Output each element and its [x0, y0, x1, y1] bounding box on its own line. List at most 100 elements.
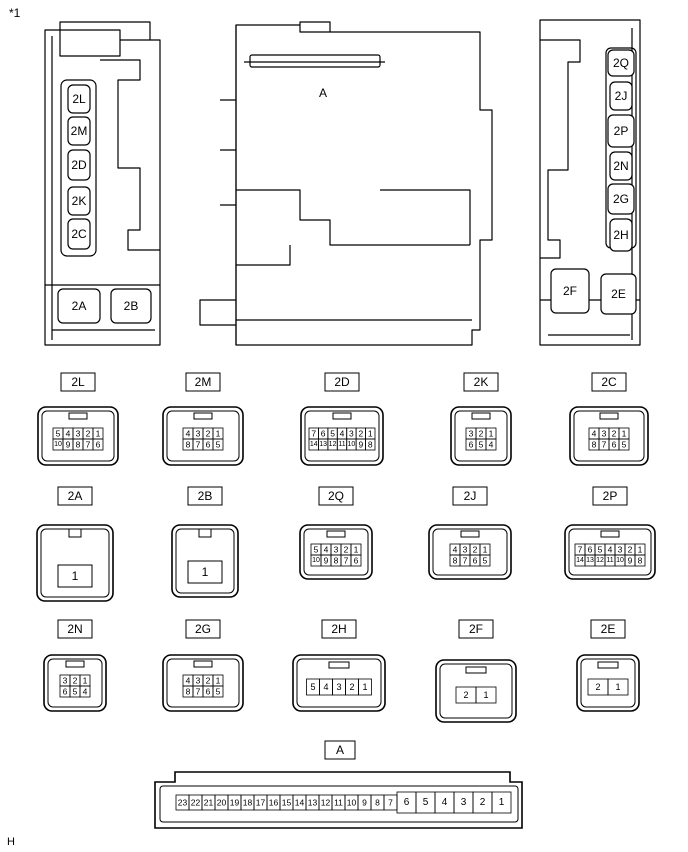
connector-latch-2f: [465, 666, 487, 674]
pin-number: 6: [404, 797, 410, 808]
top-tag-2b: [110, 288, 152, 324]
pin-number: 4: [324, 545, 329, 555]
connector-label-2k: 2K: [474, 375, 489, 389]
pin-number: 6: [321, 429, 326, 439]
pin-number: 18: [243, 798, 253, 808]
top-tag-2l: [67, 84, 91, 114]
pin-number: 8: [334, 556, 339, 566]
pin-number: 12: [596, 557, 604, 564]
connector-label-box-2m: [185, 372, 221, 392]
pin-number: 5: [216, 687, 221, 697]
connector-label-2b: 2B: [198, 489, 213, 503]
pin-number: 3: [463, 545, 468, 555]
pin-cell: [634, 554, 646, 567]
pin-number: 5: [73, 687, 78, 697]
connector-label-box-2k: [463, 372, 499, 392]
pin-cell: [618, 438, 630, 451]
connector-latch-2m: [193, 412, 213, 420]
pin-number: 19: [230, 798, 240, 808]
pin-number: 1: [622, 429, 627, 439]
connector-body-2h: [292, 654, 386, 712]
top-tag-label-2h: 2H: [613, 228, 628, 242]
pin-cell: [92, 438, 104, 451]
connector-label-2g: 2G: [195, 622, 211, 636]
pin-number: 12: [329, 441, 337, 448]
connector-label-box-2d: [324, 372, 360, 392]
connector-latch-2b: [198, 529, 212, 538]
pin-number: 5: [483, 556, 488, 566]
pin-number: 4: [340, 429, 345, 439]
top-tag-2p: [607, 114, 635, 148]
pin-cell: [187, 560, 223, 584]
connector-inner-2e: [580, 658, 636, 708]
pin-number: 2: [479, 429, 484, 439]
pin-number: 2: [206, 429, 211, 439]
pin-number: 2: [86, 429, 91, 439]
top-tag-label-2b: 2B: [124, 299, 139, 313]
pin-number: 13: [319, 441, 327, 448]
top-tag-2f: [550, 268, 590, 314]
top-tag-2h: [609, 218, 633, 252]
pin-number: 2: [358, 429, 363, 439]
top-tag-2e: [600, 273, 637, 315]
connector-label-box-a: [324, 740, 356, 760]
top-tag-label-2e: 2E: [611, 287, 626, 301]
pin-number: 3: [76, 429, 81, 439]
pin-number: 6: [206, 440, 211, 450]
connector-body-2a: [36, 524, 114, 602]
pin-number: 4: [442, 797, 448, 808]
pin-number: 5: [423, 797, 429, 808]
connector-inner-2p: [568, 528, 652, 576]
connector-label-2m: 2M: [195, 375, 212, 389]
pin-number: 7: [196, 687, 201, 697]
connector-label-2a: 2A: [68, 489, 83, 503]
pin-number: 13: [586, 557, 594, 564]
connector-label-2f: 2F: [469, 622, 483, 636]
pin-number: 4: [323, 682, 328, 692]
pin-number: 5: [598, 545, 603, 555]
connector-inner-2c: [573, 410, 645, 462]
top-tag-label-2m: 2M: [71, 124, 88, 138]
top-tag-label-2a: 2A: [72, 299, 87, 313]
pin-number: 16: [269, 798, 279, 808]
connector-latch-2j: [460, 530, 480, 538]
connector-label-box-2c: [591, 372, 627, 392]
connector-inner-2k: [454, 410, 508, 462]
connector-label-2h: 2H: [331, 622, 346, 636]
pin-number: 11: [334, 798, 343, 808]
pin-number: 6: [96, 440, 101, 450]
pin-number: 10: [312, 557, 320, 564]
top-tag-2q: [607, 49, 635, 77]
pin-number: 3: [618, 545, 623, 555]
pin-number: 3: [196, 676, 201, 686]
pin-cell: [212, 685, 224, 698]
pin-number: 4: [186, 429, 191, 439]
pin-number: 9: [66, 440, 71, 450]
pin-number: 7: [196, 440, 201, 450]
top-tag-label-2f: 2F: [563, 284, 577, 298]
connector-2b: 2B1: [171, 486, 239, 598]
connector-latch-2e: [597, 661, 619, 669]
pin-number: 7: [86, 440, 91, 450]
top-tag-label-2l: 2L: [72, 92, 86, 106]
connector-inner-2h: [296, 658, 382, 708]
pin-cell: [212, 438, 224, 451]
connector-latch-2n: [65, 660, 85, 668]
pin-number: 20: [217, 798, 227, 808]
connector-label-box-2q: [318, 486, 354, 506]
pin-number: 8: [186, 440, 191, 450]
pin-number: 2: [612, 429, 617, 439]
pin-number: 4: [66, 429, 71, 439]
pin-number: 5: [622, 440, 627, 450]
connector-label-box-2l: [60, 372, 96, 392]
pin-cell: [607, 678, 629, 696]
top-tag-2k: [67, 186, 91, 216]
pin-cell: [491, 791, 512, 814]
